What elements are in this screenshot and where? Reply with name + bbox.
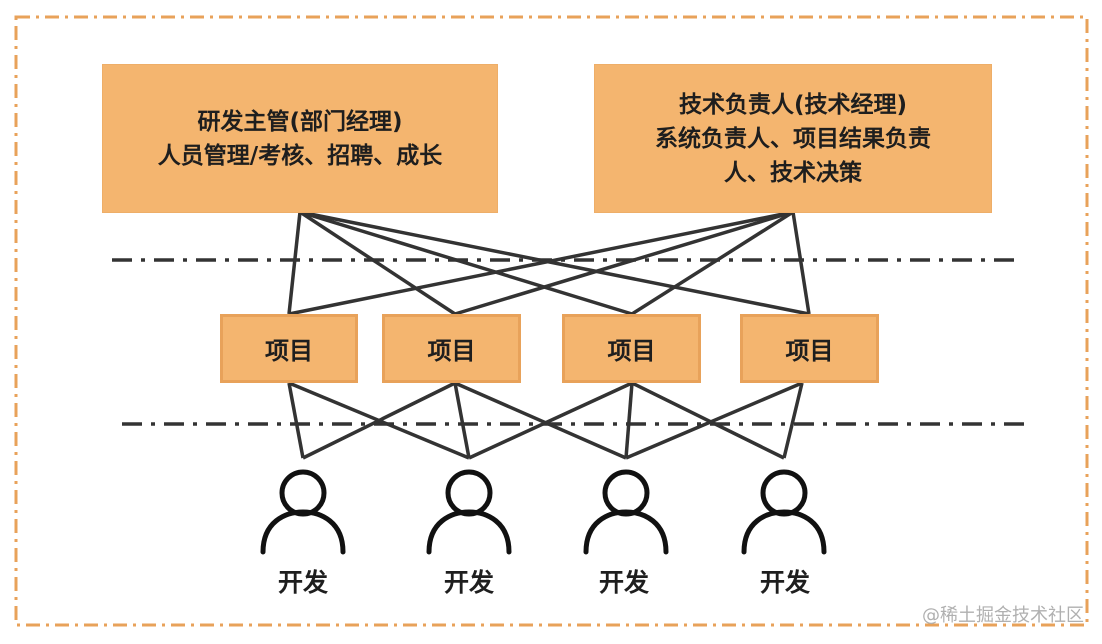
project-developer-line <box>631 381 785 460</box>
manager-project-line <box>299 210 633 316</box>
project-developer-line <box>468 381 633 460</box>
manager-box-rd-lead: 研发主管(部门经理) 人员管理/考核、招聘、成长 <box>102 64 498 213</box>
person-icon <box>741 469 827 555</box>
project-box: 项目 <box>740 314 879 383</box>
developer-label: 开发 <box>443 568 494 597</box>
developer-label: 开发 <box>598 568 649 597</box>
manager-line: 人员管理/考核、招聘、成长 <box>157 142 443 169</box>
project-box: 项目 <box>562 314 701 383</box>
manager-project-line <box>287 211 302 315</box>
developer-label: 开发 <box>277 568 328 597</box>
manager-box-tech-lead: 技术负责人(技术经理) 系统负责人、项目结果负责 人、技术决策 <box>594 64 992 213</box>
developer-icons <box>260 469 827 555</box>
person-icon <box>583 469 669 555</box>
project-developer-line <box>302 381 456 460</box>
manager-project-connections <box>287 210 811 316</box>
manager-project-line <box>299 210 810 316</box>
project-developer-line <box>782 382 804 459</box>
project-developer-line <box>624 382 634 459</box>
watermark: @稀土掘金技术社区 <box>922 605 1084 626</box>
manager-project-line <box>288 210 794 316</box>
manager-project-line <box>791 211 811 315</box>
manager-line: 人、技术决策 <box>724 159 862 186</box>
project-developer-line <box>454 381 627 460</box>
manager-line: 系统负责人、项目结果负责 <box>655 125 931 152</box>
manager-project-line <box>454 210 794 316</box>
project-box: 项目 <box>382 314 521 383</box>
project-developer-line <box>287 382 305 459</box>
manager-line: 技术负责人(技术经理) <box>678 91 908 118</box>
developer-label: 开发 <box>759 568 810 597</box>
project-developer-line <box>453 382 471 459</box>
dashed-frame <box>14 15 1089 627</box>
manager-project-line <box>299 210 456 316</box>
person-icon <box>426 469 512 555</box>
person-icon <box>260 469 346 555</box>
project-developer-line <box>625 381 803 460</box>
project-box: 项目 <box>220 314 358 383</box>
manager-line: 研发主管(部门经理) <box>197 108 403 135</box>
manager-project-line <box>631 210 794 316</box>
project-developer-connections <box>287 381 804 460</box>
